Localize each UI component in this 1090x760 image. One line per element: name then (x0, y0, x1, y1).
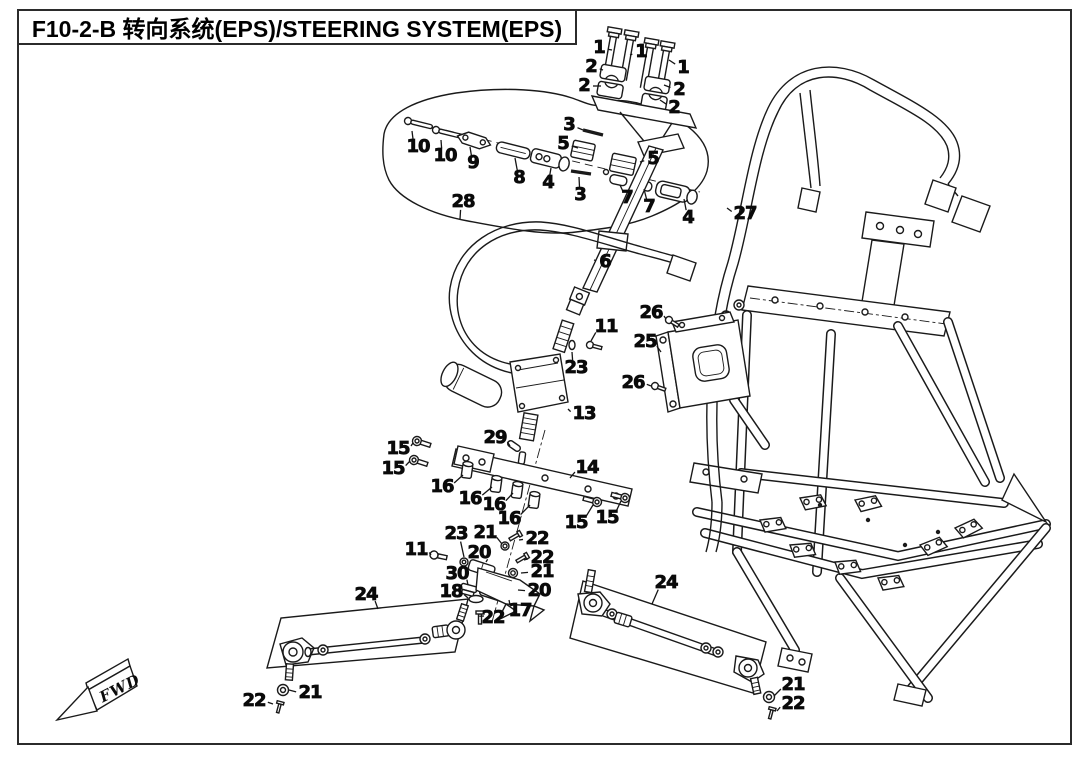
spacer-16 (489, 474, 503, 494)
handlebar-clamp-assembly (590, 25, 698, 157)
pin-22 (767, 705, 777, 720)
steering-column (552, 145, 664, 354)
eps-motor (440, 361, 503, 408)
bolt-15 (411, 435, 432, 449)
pin-22 (275, 699, 285, 714)
fwd-arrow: FWD (54, 657, 143, 722)
bolt-26 (650, 381, 667, 393)
harness-connector (797, 187, 821, 213)
steering-bracket-plate (408, 435, 633, 510)
nut-21 (276, 683, 290, 697)
bolt-22 (514, 551, 531, 564)
spline-shaft-lower (518, 411, 539, 442)
eps-cable (448, 221, 697, 376)
eps-unit (440, 353, 569, 623)
nut-21 (762, 690, 776, 704)
clamp-block-2 (596, 80, 624, 100)
lever-9 (456, 131, 492, 150)
bolt-15 (582, 495, 603, 508)
clamp-block-2 (643, 75, 671, 95)
bolt-22 (475, 610, 485, 625)
spacer-30 (460, 582, 478, 598)
bolt-11 (429, 550, 448, 561)
clamp-5 (608, 152, 637, 176)
ecu-module (650, 311, 751, 413)
clamp-bolt-1 (655, 39, 676, 92)
cable-connector (666, 254, 697, 282)
spacer-16 (510, 480, 524, 500)
bolt-15 (408, 454, 429, 468)
spline-shaft (552, 319, 575, 354)
spacer-16 (527, 490, 541, 510)
wiring-harness (705, 66, 991, 553)
bolt-15 (610, 491, 631, 504)
tie-rod-right (569, 568, 777, 720)
bolt-11 (585, 340, 603, 351)
bolt-22 (507, 529, 524, 542)
bolt-3 (570, 169, 592, 176)
steering-arm-assembly (429, 529, 546, 625)
washer-18 (468, 594, 484, 604)
diagram-title: F10-2-B 转向系统(EPS)/STEERING SYSTEM(EPS) (17, 9, 577, 45)
eps-gearbox (509, 353, 569, 413)
inset-balloon (382, 88, 709, 234)
tie-rod-left (266, 598, 470, 714)
pin-10 (403, 116, 434, 130)
frame-drawing (689, 211, 1051, 707)
u-joint (565, 286, 591, 316)
harness-connector (951, 195, 991, 233)
rod-8 (495, 141, 531, 160)
connector-4 (529, 148, 570, 172)
clamp-bolt-1 (639, 36, 660, 89)
washer-23 (568, 339, 576, 351)
pin-10 (431, 125, 462, 139)
pin-29 (507, 440, 521, 452)
bushing-7 (609, 174, 628, 187)
harness-connector (924, 179, 957, 213)
spacer-16 (460, 460, 474, 480)
clamp-block-2 (599, 63, 627, 83)
connector-4 (654, 180, 698, 205)
clamp-5 (570, 139, 596, 162)
bolt-3 (582, 128, 604, 137)
